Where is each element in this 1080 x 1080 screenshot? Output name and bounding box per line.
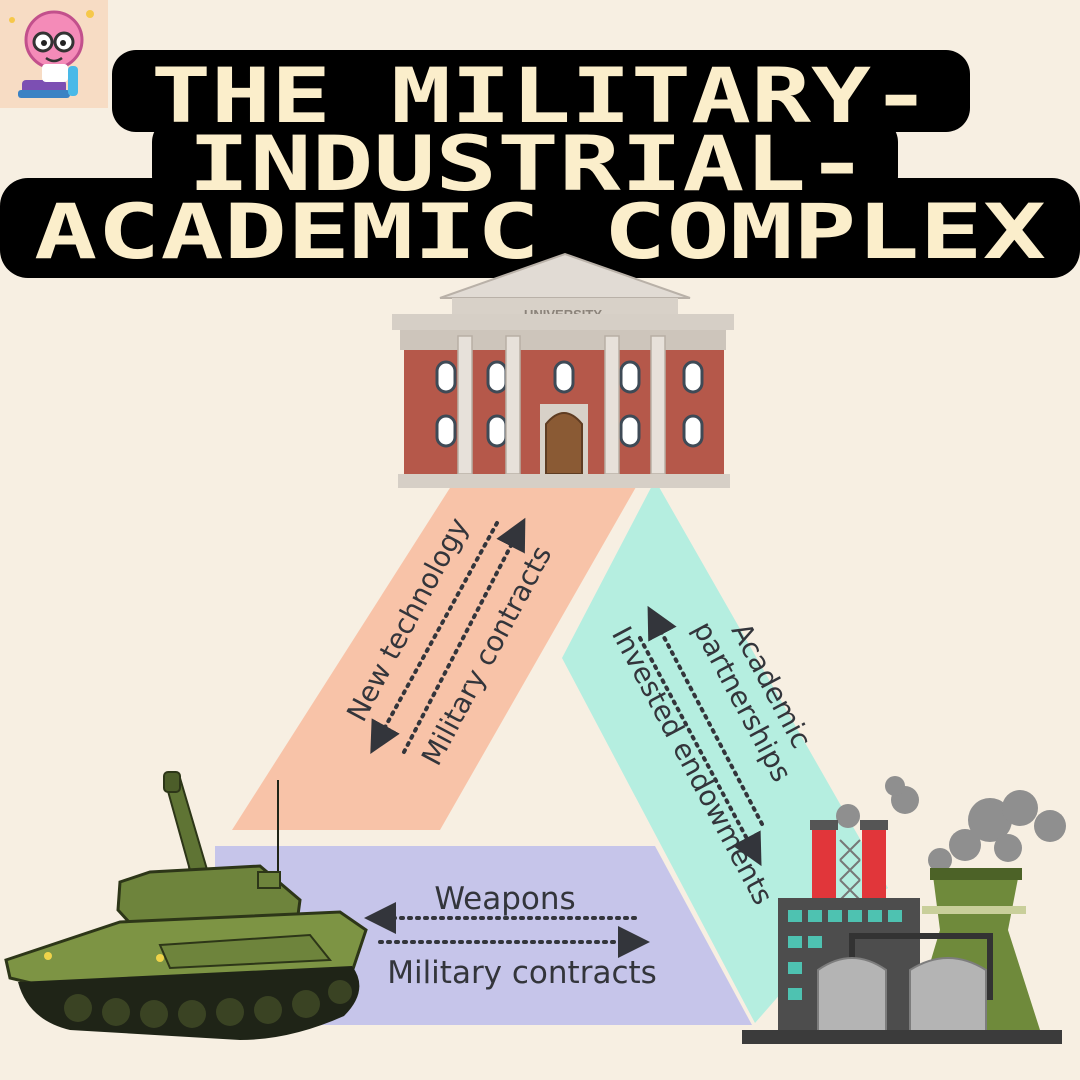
arrow-military-contracts-up [402,517,526,754]
band-university-military [232,480,640,830]
brain-mascot-logo [0,0,108,108]
title-line-1: THE MILITARY- [151,51,931,140]
university-building-icon: UNIVERSITY [392,252,734,488]
title-banner: THE MILITARY- INDUSTRIAL- ACADEMIC COMPL… [0,50,1080,278]
arrow-academic-partnerships [647,605,764,826]
factory-icon [742,776,1066,1044]
label-military-contracts-industry: Military contracts [387,955,657,991]
tank-icon [4,771,368,1040]
title-line-2: INDUSTRIAL- [188,119,868,208]
title-line-3: ACADEMIC COMPLEX [34,187,1046,276]
arrow-new-technology [370,521,499,755]
label-weapons: Weapons [434,881,575,917]
arrow-invested-endowments [638,636,762,867]
